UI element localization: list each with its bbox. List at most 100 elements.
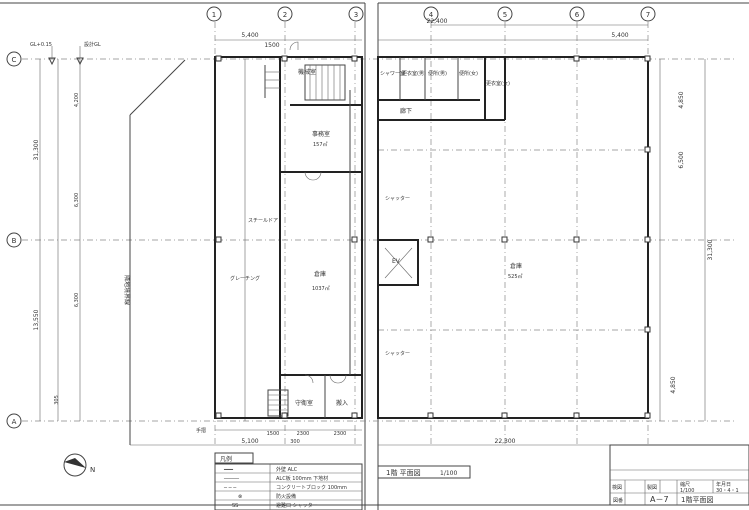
lower-stairs [267,389,289,417]
legend-symbol: ⊗ [238,494,242,500]
legend-text: ALC板 100mm 下地材 [276,475,328,482]
dim-left-3: 13,550 [33,309,40,330]
svg-text:6: 6 [575,11,580,19]
title-no-label: 図番 [613,497,623,504]
dim-right-3: 4,850 [670,376,677,393]
legend-text: 避難口 シャッター [276,502,318,509]
right-building [377,56,649,419]
dim-top-right: 5,400 [611,32,628,39]
grid-bubble-2: 2 [277,6,293,22]
grid-bubble-6: 6 [569,6,585,22]
grid-bubble-B: B [6,232,22,248]
structural-columns [215,55,651,419]
room-wc-male: 便所(男) [428,70,447,77]
drawing-label-scale: 1/100 [440,470,457,477]
room-corridor: 廊下 [400,107,412,115]
left-building [214,56,363,419]
dim-bottom-c: 2300 [334,431,347,437]
legend-text: 防火設備 [276,493,296,500]
level-label-2: 設計GL [84,41,101,48]
drawing-label-title: 1階 平面図 [386,468,421,477]
dim-bottom-b: 2300 [297,431,310,437]
title-scale-label: 縮尺 [680,481,690,488]
svg-text:2: 2 [283,11,287,19]
grid-bubble-4: 4 [423,6,439,22]
grid-bubble-3: 3 [348,6,364,22]
room-guard: 守衛室 [295,399,313,407]
boundary-diagonal [129,59,186,116]
svg-text:N: N [90,466,95,474]
grid-bubble-A: A [6,413,22,429]
annotation-handrail: 手摺 [196,427,206,434]
room-warehouse-left-area: 1037㎡ [312,285,330,292]
svg-text:1: 1 [212,11,216,19]
dim-left-overall: 31,300 [33,139,40,160]
room-shower: シャワー室 [380,70,405,77]
room-store-area: 525㎡ [508,273,523,280]
svg-text:5: 5 [503,11,507,19]
boundary-label: 隣地境界線 [123,275,131,305]
title-check-label: 検図 [612,484,622,491]
upper-stairs [265,64,346,101]
title-no-value: A－7 [650,495,669,504]
room-locker-male: 更衣室(男) [402,70,426,77]
annotation-shutter-1: シャッター [385,195,410,202]
level-marker-1 [48,46,56,66]
annotation-grating: グレーチング [230,275,260,282]
legend [214,452,363,510]
dim-bottom-left: 5,100 [241,438,258,445]
legend-symbol: ───── [223,476,240,482]
dim-top-overall: 22,400 [427,18,448,25]
svg-text:C: C [12,56,17,64]
dim-left-5: 305 [54,395,60,405]
dim-bottom-d: 300 [290,439,300,445]
title-date-value: 30・4・1 [716,488,739,494]
svg-text:B: B [12,237,17,245]
room-machine: 機械室 [298,68,316,76]
svg-text:A: A [12,418,17,426]
room-office-area: 157㎡ [313,141,328,148]
door-swing [289,41,299,51]
room-ev: EV [392,258,401,265]
title-design-label: 製図 [647,484,657,491]
dim-right-overall: 31,300 [707,239,714,260]
legend-text: コンクリートブロック 100mm [276,484,347,491]
dimension-lines [39,24,706,446]
title-scale-value: 1/100 [680,488,694,494]
grid-bubble-7: 7 [640,6,656,22]
title-name-value: 1階平面図 [681,495,713,504]
grid-bubble-5: 5 [497,6,513,22]
room-loading: 搬入 [336,399,348,407]
dim-right-1: 4,850 [678,91,685,108]
title-block [609,444,749,506]
svg-text:3: 3 [354,11,358,19]
grid-bubble-C: C [6,51,22,67]
room-warehouse-left: 倉庫 [314,270,326,278]
room-store: 倉庫 [510,262,522,270]
dim-bottom-a: 1500 [267,431,280,437]
room-office: 事務室 [312,130,330,138]
svg-text:4: 4 [429,11,434,19]
dim-left-2: 6,300 [74,193,80,207]
legend-symbol: SS [232,503,238,509]
double-door [304,171,322,181]
dim-left-4: 6,300 [74,293,80,307]
legend-title: 凡例 [220,455,232,463]
annotation-door: スチールドア [248,218,278,224]
legend-symbol: ─ ─ ─ [223,485,237,491]
legend-symbol: ━━━ [223,467,234,473]
dim-left-1: 4,200 [74,93,80,107]
dim-bottom-overall: 22,300 [495,438,516,445]
room-wc-female: 便所(女) [459,70,478,77]
annotation-shutter-2: シャッター [385,350,410,357]
dim-top-small: 1500 [264,42,279,49]
north-arrow-icon: N [63,453,95,477]
room-locker-female: 更衣室(女) [486,80,510,87]
dim-top-left: 5,400 [241,32,258,39]
drawing-label-box [377,465,471,479]
grid-bubble-1: 1 [206,6,222,22]
dim-right-2: 6,500 [678,151,685,168]
level-label-1: GL+0.15 [30,42,52,48]
lower-doors [304,374,347,384]
